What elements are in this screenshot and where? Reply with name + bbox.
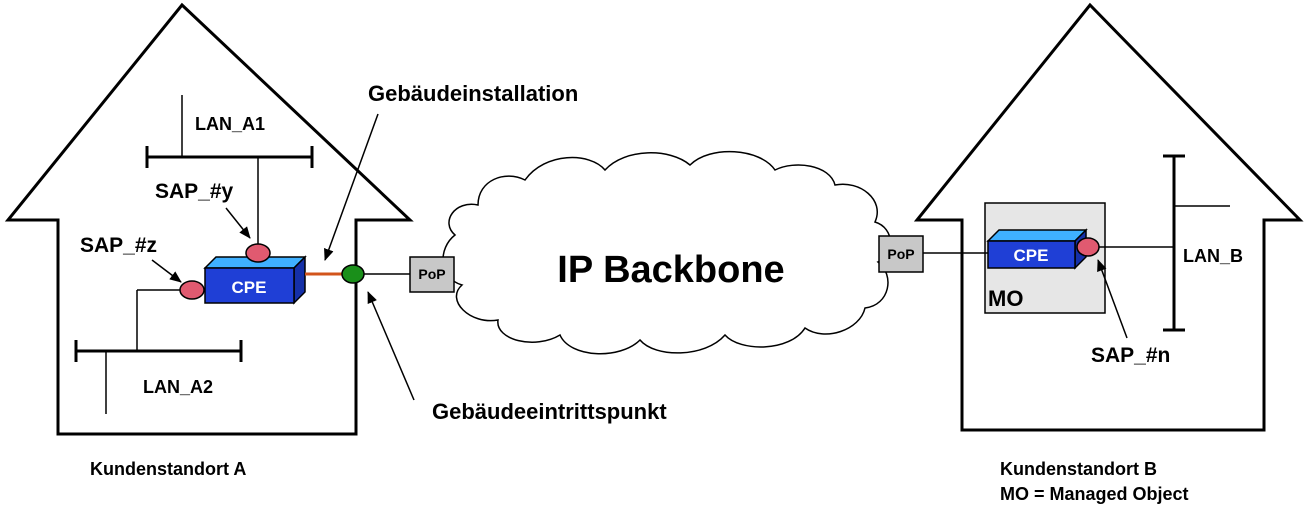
lan-a1-label: LAN_A1 xyxy=(195,114,265,134)
callout-building-installation: Gebäudeinstallation xyxy=(368,81,578,106)
lan-a2-label: LAN_A2 xyxy=(143,377,213,397)
lan-b-label: LAN_B xyxy=(1183,246,1243,266)
pop-right-label: PoP xyxy=(887,246,914,262)
sap-z-point xyxy=(179,280,205,300)
house-b-outline xyxy=(913,2,1304,432)
cpe-a-label: CPE xyxy=(232,278,267,297)
sap-y-point xyxy=(245,243,271,263)
site-a-caption: Kundenstandort A xyxy=(90,459,246,479)
pop-left-label: PoP xyxy=(418,266,445,282)
callout-building-entry-point: Gebäudeeintrittspunkt xyxy=(432,399,667,424)
sap-n-point xyxy=(1076,237,1100,257)
lan-a2-segment xyxy=(74,340,243,362)
cpe-a-device: CPE xyxy=(203,255,307,305)
building-entry-point xyxy=(341,264,365,284)
lan-b-segment xyxy=(1163,154,1185,332)
lan-a1-segment xyxy=(145,146,314,168)
site-b-caption: Kundenstandort B xyxy=(1000,459,1157,479)
sap-y-label: SAP_#y xyxy=(155,180,234,203)
mo-label: MO xyxy=(988,286,1023,311)
ip-backbone-label: IP Backbone xyxy=(557,249,784,291)
pop-right-box xyxy=(878,235,924,273)
sap-z-label: SAP_#z xyxy=(80,234,157,257)
cpe-b-label: CPE xyxy=(1014,246,1049,265)
ip-backbone-cloud xyxy=(442,150,892,355)
house-a-outline xyxy=(4,2,414,436)
cpe-b-device: CPE xyxy=(986,228,1088,270)
site-b-caption-mo: MO = Managed Object xyxy=(1000,484,1189,504)
sap-n-label: SAP_#n xyxy=(1091,344,1170,367)
pop-left-box xyxy=(409,256,455,293)
